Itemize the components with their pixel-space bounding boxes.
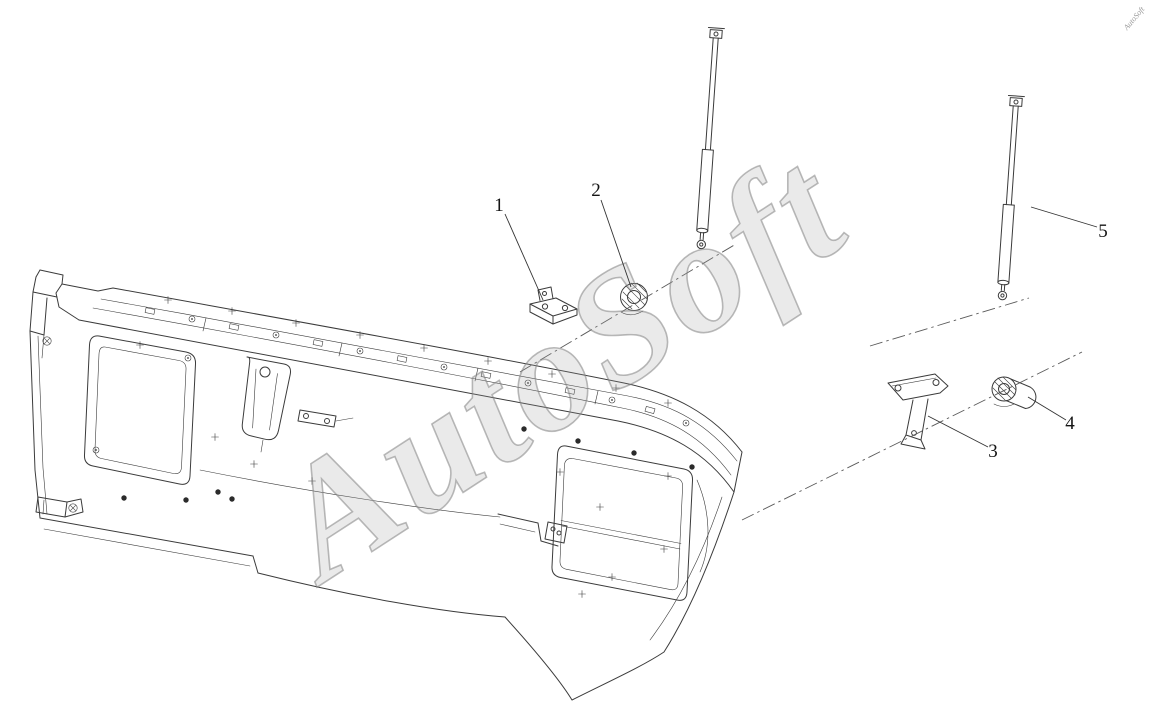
callout-5: 5 <box>1098 221 1108 242</box>
callout-2: 2 <box>591 180 601 201</box>
bracket-part-1 <box>529 286 578 325</box>
leader-2 <box>600 199 632 288</box>
leader-3 <box>927 415 989 448</box>
belt-guide <box>241 356 291 441</box>
leader-4 <box>1027 396 1067 421</box>
right-window-inner <box>559 458 683 591</box>
bushing-part-4 <box>991 376 1037 409</box>
gas-strut-right <box>997 94 1025 301</box>
panel-bottom-contour <box>257 491 735 701</box>
callout-1: 1 <box>494 195 504 216</box>
right-window-outer <box>551 445 694 601</box>
left-window-inner <box>94 346 187 475</box>
leader-5 <box>1030 206 1098 228</box>
leader-1 <box>504 213 544 301</box>
rail-top-edge <box>61 283 743 453</box>
watermark-corner-text: AutoSoft <box>1121 4 1147 32</box>
assembly-centerlines <box>519 243 1083 521</box>
bracket-part-3 <box>887 373 949 450</box>
callout-3: 3 <box>988 441 998 462</box>
left-window-outer <box>83 335 197 485</box>
bushing-part-2 <box>620 282 648 316</box>
callout-4: 4 <box>1065 413 1075 434</box>
gas-strut-left <box>696 26 725 250</box>
callout-leader-lines <box>504 199 1098 448</box>
